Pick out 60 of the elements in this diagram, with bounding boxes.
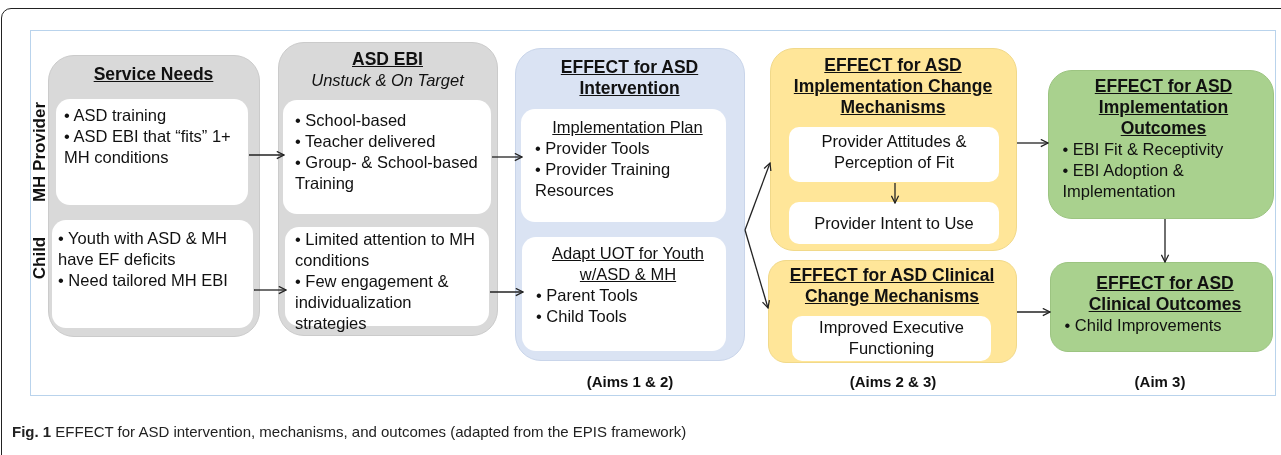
- text-box: [789, 127, 999, 182]
- panel-heading: ASD EBI: [351, 48, 424, 70]
- bullet-item: • Need tailored MH EBI: [58, 270, 229, 291]
- panel-heading: EFFECT for ASD Intervention: [559, 56, 700, 99]
- outcome-box: [1047, 69, 1274, 219]
- group-panel: [277, 41, 498, 336]
- bullet-item: • Parent Tools: [536, 285, 639, 306]
- outcome-box: [1049, 261, 1273, 352]
- box-text: Provider Attitudes & Perception of Fit: [820, 131, 968, 173]
- box-text: Provider Intent to Use: [813, 212, 975, 234]
- bullet-item: • School-based: [295, 110, 408, 131]
- bullet-item: • EBI Fit & Receptivity: [1062, 138, 1225, 160]
- bullet-item: • ASD training: [64, 105, 168, 126]
- arrow: [248, 150, 285, 160]
- arrow: [744, 162, 772, 231]
- aims-label: (Aims 2 & 3): [849, 373, 937, 390]
- text-box: [792, 316, 991, 361]
- arrow: [890, 182, 900, 204]
- text-box: [521, 109, 726, 222]
- group-panel: [767, 259, 1017, 363]
- arrow: [491, 152, 523, 162]
- box-text: Improved Executive Functioning: [818, 317, 965, 359]
- bullet-item: • Few engagement & individualization strategies: [295, 271, 450, 334]
- panel-heading: EFFECT for ASD Clinical Change Mechanisms: [788, 264, 996, 307]
- bullet-item: • Teacher delivered: [295, 131, 437, 152]
- bullet-item: • ASD EBI that “fits” 1+ MH conditions: [64, 126, 232, 168]
- bullet-item: • Group- & School-based Training: [295, 152, 479, 194]
- text-box: [56, 99, 248, 205]
- bullet-item: • Limited attention to MH conditions: [295, 229, 477, 271]
- bullet-item: • EBI Adoption & Implementation: [1062, 159, 1185, 202]
- box-heading: Implementation Plan: [551, 117, 704, 138]
- arrow: [1016, 307, 1051, 317]
- panel-heading: EFFECT for ASD Implementation Outcomes: [1093, 75, 1234, 139]
- panel-subtitle: Unstuck & On Target: [310, 69, 466, 90]
- group-panel: [769, 47, 1017, 251]
- bullet-item: • Provider Training Resources: [535, 159, 672, 201]
- panel-heading: EFFECT for ASD Implementation Change Mechanisms: [792, 54, 994, 118]
- figure-caption: Fig. 1 EFFECT for ASD intervention, mechanisms, and outcomes (adapted from the EPIS framework): [12, 423, 687, 440]
- group-panel: [47, 54, 260, 337]
- text-box: [52, 220, 253, 328]
- panel-heading: EFFECT for ASD Clinical Outcomes: [1087, 272, 1243, 315]
- text-box: [522, 237, 726, 351]
- arrow: [253, 285, 287, 295]
- arrow: [1016, 138, 1049, 148]
- box-heading: Adapt UOT for Youth w/ASD & MH: [551, 243, 705, 285]
- arrow: [1160, 218, 1170, 263]
- arrow: [489, 287, 524, 297]
- arrow: [744, 229, 771, 309]
- aims-label: (Aim 3): [1134, 373, 1186, 390]
- text-box: [283, 100, 491, 214]
- panel-heading: Service Needs: [92, 63, 215, 85]
- row-label: Child: [30, 236, 50, 280]
- text-box: [789, 202, 999, 244]
- aims-label: (Aims 1 & 2): [586, 373, 674, 390]
- bullet-item: • Provider Tools: [535, 138, 651, 159]
- bullet-item: • Child Improvements: [1064, 314, 1223, 336]
- bullet-item: • Child Tools: [536, 306, 628, 327]
- group-panel: [514, 47, 745, 361]
- bullet-item: • Youth with ASD & MH have EF deficits: [58, 228, 229, 270]
- row-label: MH Provider: [30, 101, 50, 203]
